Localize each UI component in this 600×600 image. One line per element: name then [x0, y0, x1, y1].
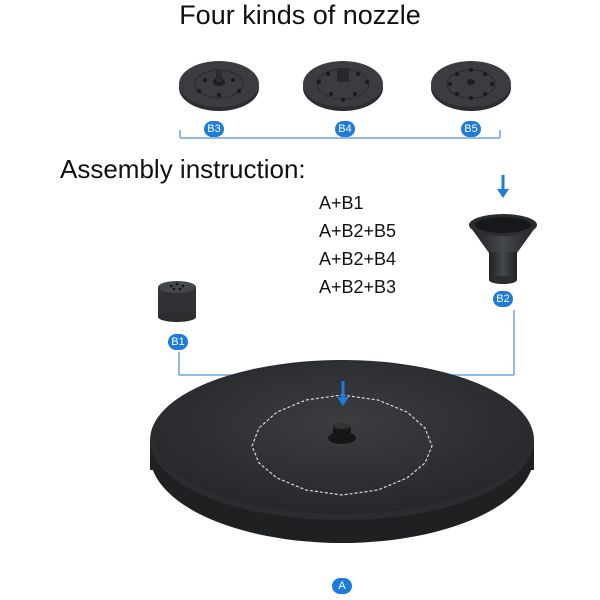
- nozzle-bracket: [179, 130, 501, 139]
- badge-b1: B1: [168, 334, 188, 350]
- formula-3: A+B2+B4: [319, 249, 397, 269]
- badge-a: A: [332, 578, 352, 594]
- formula-1: A+B1: [319, 193, 364, 213]
- badge-b2: B2: [493, 291, 513, 307]
- page-title: Four kinds of nozzle: [179, 0, 421, 30]
- formula-2: A+B2+B5: [319, 221, 397, 241]
- nozzle-b4: [303, 61, 383, 111]
- arrow-down-icon: [497, 175, 509, 198]
- badge-b4: B4: [335, 121, 355, 137]
- nozzle-b5: [431, 61, 511, 111]
- assembly-heading: Assembly instruction:: [60, 154, 306, 184]
- formula-4: A+B2+B3: [319, 277, 397, 297]
- cap-nozzle-b1: [158, 281, 196, 322]
- solar-fountain-disc-a: [150, 360, 534, 543]
- nozzle-b3: [179, 61, 259, 111]
- arrow-down-icon: [337, 381, 349, 406]
- badge-b3: B3: [204, 121, 224, 137]
- funnel-nozzle-b2: [469, 214, 537, 284]
- badge-b5: B5: [461, 121, 481, 137]
